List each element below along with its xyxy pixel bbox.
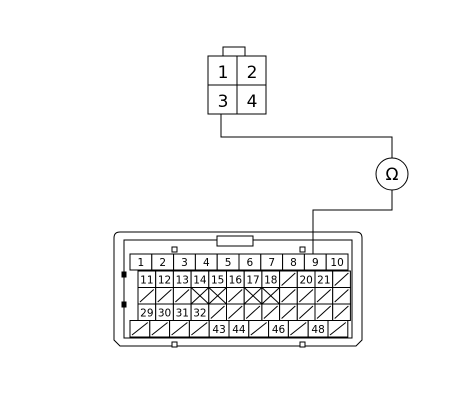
pin-10-label: 10 (330, 257, 343, 269)
ohmmeter-icon: Ω (375, 157, 409, 191)
pin-r3c7-cross (261, 287, 280, 305)
pin-11-label: 11 (140, 274, 153, 286)
pin-r3c8-blank (281, 289, 296, 303)
pin-18-label: 18 (264, 274, 277, 286)
pin-r3c1-blank (157, 289, 172, 303)
pin-r5c1-blank (151, 322, 168, 336)
pin-r5c0-blank (131, 322, 149, 336)
ohm-symbol: Ω (386, 165, 399, 185)
pin-r4c8-blank (281, 305, 296, 319)
pin-4-label: 4 (203, 257, 210, 269)
pin-3-label: 3 (181, 257, 188, 269)
pin-r4c10-blank (316, 305, 332, 319)
small-pin-1: 1 (218, 63, 229, 83)
pin-r5c10-blank (329, 322, 347, 336)
pin-r3c0-blank (139, 289, 155, 303)
pin-r4c6-blank (245, 305, 261, 319)
test-leads (220, 114, 393, 261)
pin-48-label: 48 (311, 324, 324, 336)
pin-r5c6-blank (250, 322, 267, 336)
pin-r4c7-blank (263, 305, 278, 319)
small-pin-3: 3 (218, 92, 229, 112)
pin-r3c4-cross (208, 287, 227, 305)
pin-r3c11-blank (334, 289, 349, 303)
pin-13-label: 13 (176, 274, 189, 286)
pin-r3c9-blank (298, 289, 314, 303)
pin-r3c5-blank (228, 289, 243, 303)
pin-r3c2-blank (175, 289, 190, 303)
pin-20-label: 20 (299, 274, 312, 286)
pin-r3c6-cross (243, 287, 263, 305)
pin-29-label: 29 (140, 307, 153, 319)
pin-46-label: 46 (272, 324, 286, 336)
pin-10-cell (325, 253, 349, 271)
pin-r3c10-blank (316, 289, 332, 303)
pin-15-label: 15 (211, 274, 224, 286)
small-connector (207, 46, 267, 115)
pin-7-label: 7 (268, 257, 275, 269)
pin-r4c4-blank (210, 305, 225, 319)
pin-r2c11-blank (334, 272, 349, 286)
pin-r2c8-blank (281, 272, 296, 286)
small-pin-2: 2 (247, 63, 258, 83)
pin-30-label: 30 (158, 307, 171, 319)
pin-44-label: 44 (232, 324, 246, 336)
lead-to-pin-9 (312, 190, 393, 261)
pin-r5c8-blank (290, 322, 307, 336)
large-connector-housing (113, 231, 363, 348)
pin-31-label: 31 (176, 307, 189, 319)
pin-r4c11-blank (334, 305, 349, 319)
pin-1-label: 1 (138, 257, 145, 269)
pin-9-label: 9 (312, 257, 319, 269)
pin-r4c9-blank (298, 305, 314, 319)
pin-r5c3-blank (191, 322, 208, 336)
pin-2-label: 2 (159, 257, 166, 269)
pin-6-label: 6 (247, 257, 254, 269)
pin-8-label: 8 (290, 257, 297, 269)
pin-17-label: 17 (246, 274, 259, 286)
pin-43-label: 43 (212, 324, 225, 336)
pin-5-label: 5 (225, 257, 232, 269)
pin-32-label: 32 (193, 307, 206, 319)
pin-r5c2-blank (171, 322, 188, 336)
lead-to-meter-top (220, 114, 393, 158)
pin-r3c3-cross (190, 287, 210, 305)
small-pin-4: 4 (247, 92, 258, 112)
pin-21-label: 21 (317, 274, 330, 286)
small-connector-latch (222, 46, 246, 57)
pin-16-label: 16 (229, 274, 243, 286)
pin-12-label: 12 (158, 274, 171, 286)
pin-r4c5-blank (228, 305, 243, 319)
pin-14-label: 14 (193, 274, 207, 286)
